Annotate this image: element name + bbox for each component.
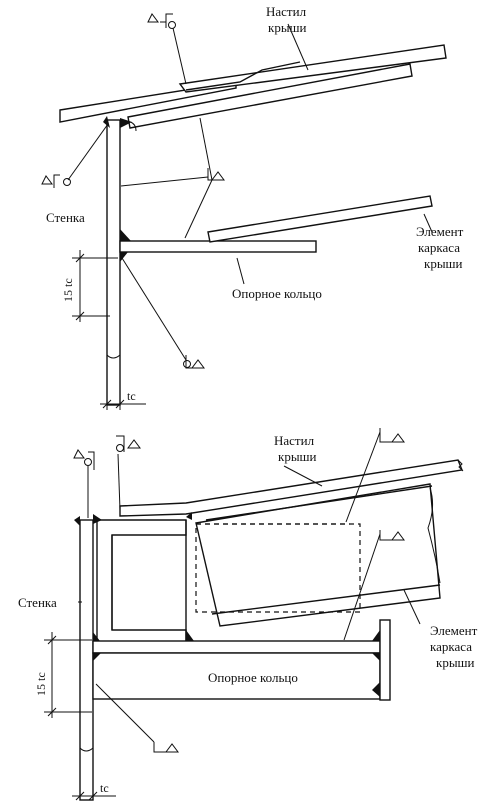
top-wall-label: Стенка: [46, 210, 85, 225]
top-frame-label-2: каркаса: [418, 240, 460, 255]
bottom-roof-deck-label-1: Настил: [274, 433, 315, 448]
top-dimension-tc: [100, 395, 146, 410]
bottom-welds: [74, 512, 380, 697]
top-dim-tc-label: tc: [127, 389, 136, 403]
bottom-dimension-tc: [72, 782, 116, 801]
top-roof-deck: [59, 44, 447, 129]
bottom-dim-tc-label: tc: [100, 781, 109, 795]
bottom-wall-label: Стенка: [18, 595, 57, 610]
top-frame-label-1: Элемент: [416, 224, 464, 239]
bottom-support-ring: [92, 619, 391, 701]
bottom-support-ring-label: Опорное кольцо: [208, 670, 298, 685]
top-frame-label-3: крыши: [424, 256, 463, 271]
bottom-frame-element: [195, 483, 441, 627]
top-weld-left: [103, 116, 110, 128]
top-frame-element: [207, 195, 433, 243]
top-weld-right: [120, 118, 132, 128]
top-wall: [106, 119, 121, 406]
bottom-edge-channel: [96, 519, 187, 643]
top-support-ring-label: Опорное кольцо: [232, 286, 322, 301]
top-roof-deck-label-2: крыши: [268, 20, 307, 35]
bottom-frame-label-1: Элемент: [430, 623, 478, 638]
bottom-diagram: [44, 428, 464, 801]
bottom-wall: [79, 519, 94, 801]
top-diagram: [41, 13, 447, 410]
bottom-frame-label-3: крыши: [436, 655, 475, 670]
bottom-frame-label-2: каркаса: [430, 639, 472, 654]
top-dim-15tc-label: 15 tc: [61, 278, 75, 302]
top-roof-deck-label-1: Настил: [266, 4, 307, 19]
top-dimension-15tc: [72, 250, 118, 322]
bottom-dim-15tc-label: 15 tc: [34, 672, 48, 696]
bottom-dimension-15tc: [44, 632, 92, 718]
weld-symbol-icon-bottom: [73, 428, 405, 753]
bottom-roof-deck-label-2: крыши: [278, 449, 317, 464]
weld-symbol-icon: [41, 13, 225, 369]
